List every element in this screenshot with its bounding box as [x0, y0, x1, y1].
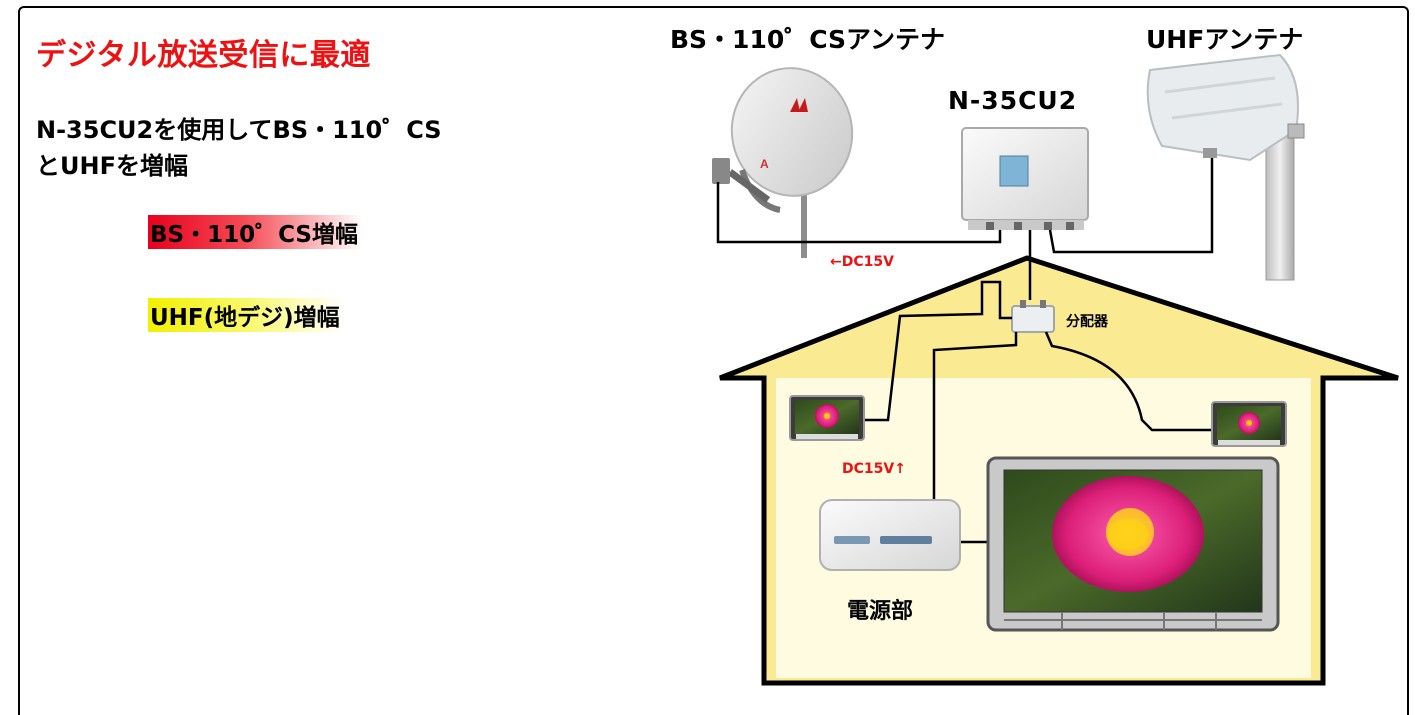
cable-splitter-to-power: [932, 332, 1018, 500]
bs-amplification-label: BS・110゜CS増幅: [148, 215, 362, 249]
uhf-antenna-label: UHFアンテナ: [1146, 25, 1304, 54]
small-tv-right: [1211, 401, 1287, 447]
large-tv: [986, 456, 1280, 632]
uhf-antenna-panel: [1146, 53, 1299, 162]
power-unit-label: 電源部: [847, 599, 914, 624]
dish-reflector: [730, 67, 854, 197]
small-tv-left: [789, 395, 865, 441]
cables: [716, 158, 1214, 544]
amplifier-window: [999, 155, 1029, 187]
svg-text:A: A: [760, 157, 769, 171]
amplifier-n35cu2: [961, 127, 1089, 230]
uhf-amplification-label: UHF(地デジ)増幅: [148, 298, 344, 332]
cable-splitter-to-left-tv: [864, 280, 1012, 422]
dc-voltage-top-label: ←DC15V: [830, 254, 894, 270]
cable-uhf-to-amp: [1048, 158, 1214, 254]
splitter: [1011, 300, 1055, 333]
description-line-1: N-35CU2を使用してBS・110゜CS: [36, 116, 442, 144]
dc-voltage-side-label: DC15V↑: [842, 461, 906, 477]
cable-bs-to-amp: [716, 182, 1002, 244]
bs-antenna-label: BS・110゜CSアンテナ: [670, 25, 946, 54]
bs-dish-antenna: A: [712, 67, 854, 258]
splitter-label: 分配器: [1066, 314, 1108, 330]
amplifier-label: N-35CU2: [948, 86, 1078, 115]
page-title: デジタル放送受信に最適: [36, 38, 371, 73]
power-unit: [819, 499, 961, 571]
content-frame: [18, 6, 1409, 715]
uhf-antenna: [1146, 53, 1305, 281]
cable-splitter-to-right-tv: [1044, 331, 1214, 432]
description-line-2: とUHFを増幅: [36, 152, 188, 180]
